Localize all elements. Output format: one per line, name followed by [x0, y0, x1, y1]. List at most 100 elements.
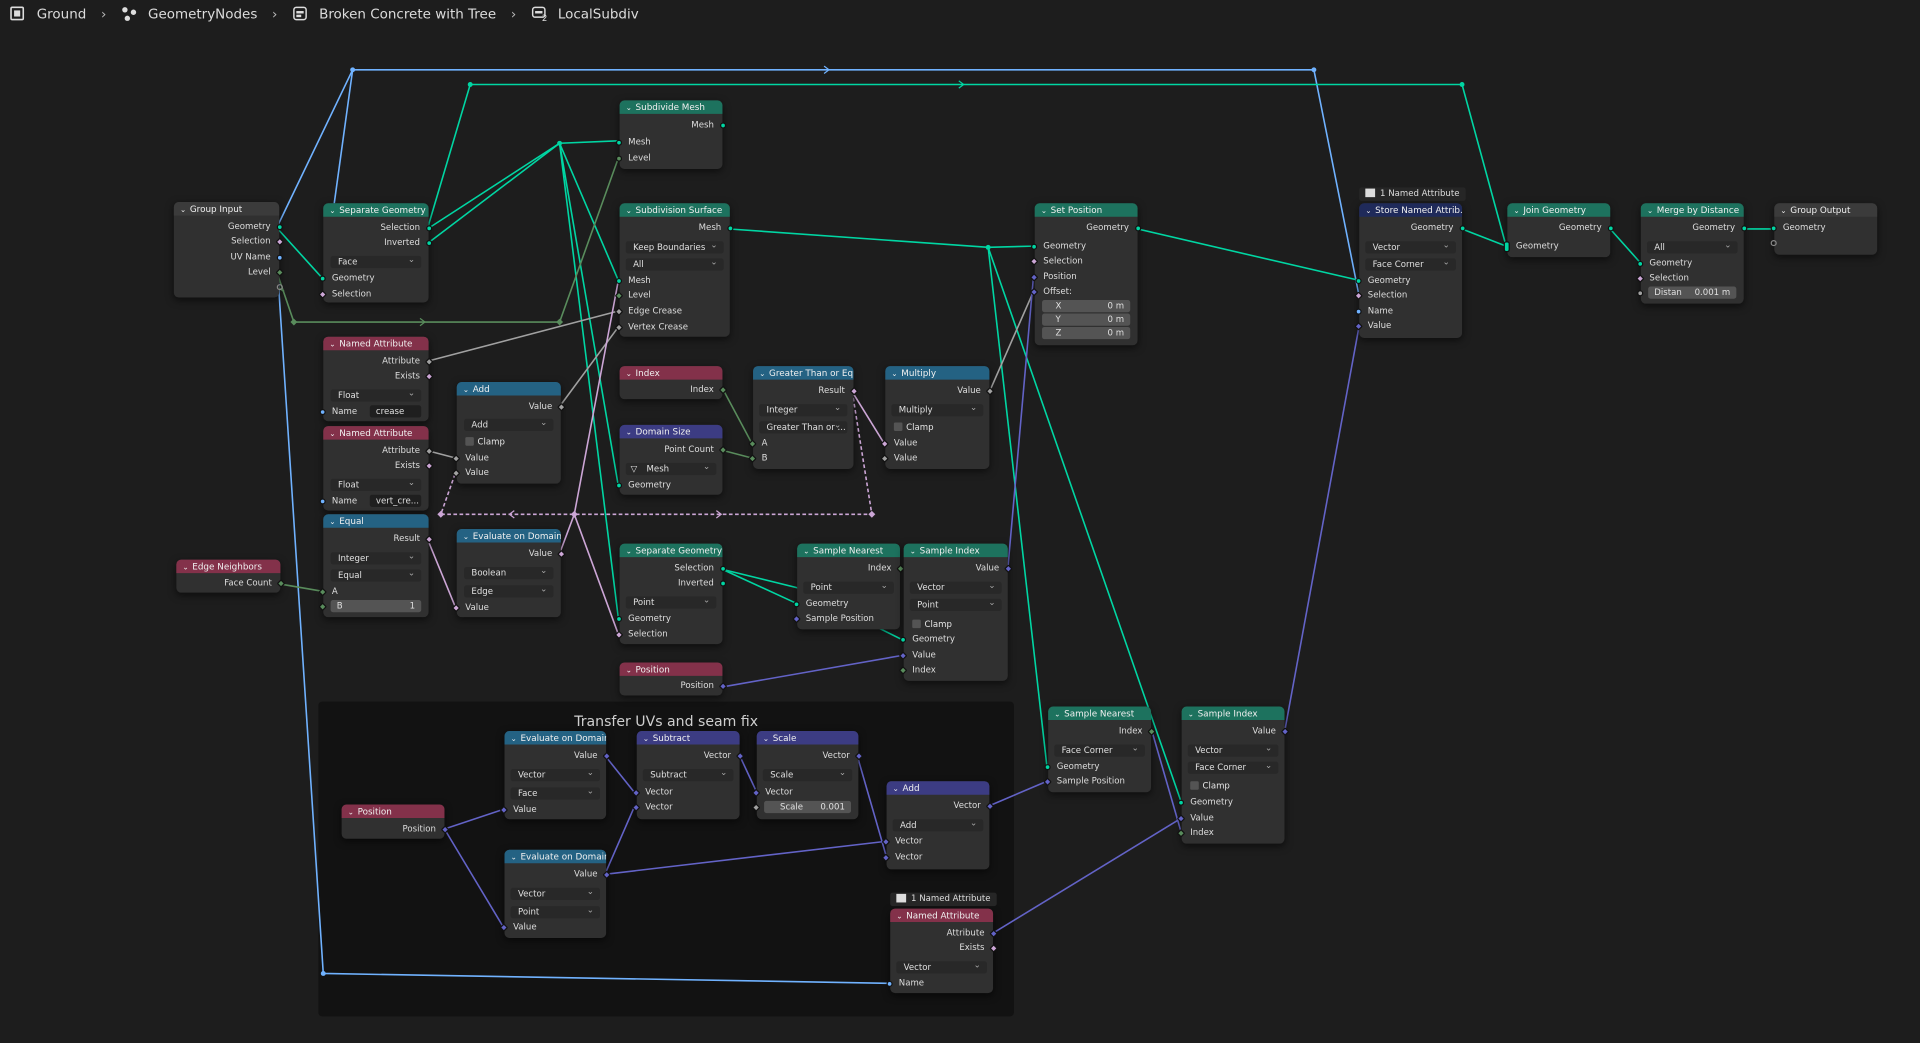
collapse-chevron-icon[interactable]: ⌄ — [1040, 206, 1047, 216]
node-set-position[interactable]: ⌄Set Position Geometry Geometry Selectio… — [1029, 203, 1142, 346]
socket-name-in[interactable] — [319, 498, 326, 505]
collapse-chevron-icon[interactable]: ⌄ — [759, 369, 766, 379]
node-header[interactable]: ⌄Multiply — [885, 366, 990, 380]
socket-inverted-out[interactable] — [720, 580, 727, 587]
socket-geometry-in[interactable] — [319, 275, 326, 282]
node-header[interactable]: ⌄Set Position — [1034, 203, 1138, 217]
collapse-chevron-icon[interactable]: ⌄ — [625, 104, 632, 113]
node-header[interactable]: ⌄Domain Size — [619, 424, 723, 439]
domain-dropdown[interactable]: Face Corner — [1054, 742, 1145, 757]
domain-dropdown[interactable]: Point — [510, 904, 601, 919]
operation-dropdown[interactable]: Multiply — [891, 402, 984, 417]
node-panel-tag[interactable]: 1 Named Attribute — [890, 892, 997, 907]
data-type-dropdown[interactable]: Integer — [759, 402, 848, 417]
name-field[interactable]: vert_cre... — [369, 494, 422, 507]
node-header[interactable]: ⌄Group Output — [1774, 203, 1878, 217]
collapse-chevron-icon[interactable]: ⌄ — [1187, 710, 1194, 719]
domain-dropdown[interactable]: Point — [803, 579, 894, 594]
domain-dropdown[interactable]: Point — [625, 594, 717, 609]
collapse-chevron-icon[interactable]: ⌄ — [896, 912, 903, 921]
socket-geometry-in[interactable] — [1355, 277, 1362, 285]
breadcrumb-node-group[interactable]: LocalSubdiv — [557, 5, 639, 22]
node-named-attribute[interactable]: ⌄Named Attribute Attribute Exists Float … — [319, 336, 434, 422]
node-equal[interactable]: ⌄Equal Result Integer Equal A B1 — [318, 514, 434, 618]
node-header[interactable]: ⌄Position — [619, 662, 723, 676]
collapse-chevron-icon[interactable]: ⌄ — [1513, 206, 1520, 216]
socket-mesh-out[interactable] — [720, 122, 727, 129]
data-type-dropdown[interactable]: Vector — [896, 959, 987, 974]
data-type-dropdown[interactable]: Boolean — [464, 564, 554, 580]
node-evaluate-on-domain[interactable]: ⌄Evaluate on Domain Value Boolean Edge V… — [451, 528, 566, 618]
collapse-chevron-icon[interactable]: ⌄ — [762, 734, 770, 744]
data-type-dropdown[interactable]: Vector — [510, 767, 601, 782]
socket-geometry-in[interactable] — [615, 482, 623, 489]
socket-uv-name-out[interactable] — [276, 254, 283, 261]
node-evaluate-on-domain[interactable]: ⌄Evaluate on Domain Value Vector Face Va… — [499, 731, 612, 820]
node-header[interactable]: ⌄Subtract — [636, 731, 740, 745]
node-group-input[interactable]: ⌄Group Input Geometry Selection UV Name … — [173, 202, 285, 298]
socket-geometry-in[interactable] — [1031, 243, 1038, 250]
clamp-checkbox[interactable]: Clamp — [457, 436, 505, 448]
node-edge-neighbors[interactable]: ⌄Edge Neighbors Face Count — [176, 559, 286, 593]
collapse-chevron-icon[interactable]: ⌄ — [625, 206, 632, 216]
node-sample-index[interactable]: ⌄Sample Index Value Vector Point Clamp G… — [898, 543, 1013, 681]
socket-geometry-in[interactable] — [1637, 260, 1644, 267]
mode-dropdown[interactable]: All — [1646, 239, 1738, 254]
socket-inverted-out[interactable] — [426, 240, 433, 247]
collapse-chevron-icon[interactable]: ⌄ — [625, 428, 632, 438]
node-header[interactable]: ⌄Index — [619, 366, 723, 380]
socket-b-in[interactable] — [318, 602, 327, 612]
domain-dropdown[interactable]: Face Corner — [1365, 256, 1456, 271]
data-type-dropdown[interactable]: Vector — [510, 885, 601, 901]
component-dropdown[interactable]: ▽Mesh — [625, 460, 717, 476]
collapse-chevron-icon[interactable]: ⌄ — [642, 734, 650, 744]
node-header[interactable]: ⌄Evaluate on Domain — [504, 849, 607, 864]
node-header[interactable]: ⌄Group Input — [173, 202, 280, 216]
socket-name-in[interactable] — [319, 408, 326, 416]
node-header[interactable]: ⌄Sample Nearest — [1048, 706, 1152, 721]
domain-dropdown[interactable]: Point — [909, 596, 1002, 612]
socket-geometry-out[interactable] — [1459, 225, 1466, 232]
node-header[interactable]: ⌄Named Attribute — [890, 908, 994, 923]
node-header[interactable]: ⌄Merge by Distance — [1640, 203, 1744, 217]
node-greater-than[interactable]: ⌄Greater Than or Eq... Result Integer Gr… — [748, 366, 859, 469]
operation-dropdown[interactable]: Scale — [762, 767, 853, 782]
breadcrumb-ground[interactable]: Ground — [36, 5, 87, 22]
boundary-dropdown[interactable]: Keep Boundaries — [625, 239, 724, 254]
collapse-chevron-icon[interactable]: ⌄ — [329, 206, 336, 216]
node-group-output[interactable]: ⌄Group Output Geometry — [1770, 203, 1878, 255]
collapse-chevron-icon[interactable]: ⌄ — [1365, 206, 1372, 216]
collapse-chevron-icon[interactable]: ⌄ — [1054, 710, 1061, 719]
node-header[interactable]: ⌄Sample Index — [903, 543, 1008, 558]
node-header[interactable]: ⌄Subdivide Mesh — [619, 100, 723, 114]
socket-geometry-in[interactable] — [615, 615, 623, 623]
domain-dropdown[interactable]: Edge — [464, 583, 554, 598]
operation-dropdown[interactable]: Equal — [330, 567, 422, 582]
socket-extension[interactable] — [276, 284, 283, 291]
socket-geometry-out[interactable] — [1135, 225, 1142, 232]
node-header[interactable]: ⌄Evaluate on Domain — [456, 528, 561, 543]
node-header[interactable]: ⌄Sample Index — [1181, 706, 1285, 721]
data-type-dropdown[interactable]: Float — [330, 387, 422, 402]
node-domain-size[interactable]: ⌄Domain Size Point Count ▽Mesh Geometry — [615, 424, 728, 495]
socket-selection-out[interactable] — [426, 225, 433, 232]
node-multiply[interactable]: ⌄Multiply Value Multiply Clamp Value Val… — [880, 366, 995, 469]
socket-geometry-in[interactable] — [900, 636, 907, 643]
node-header[interactable]: ⌄Evaluate on Domain — [504, 731, 607, 745]
node-sample-nearest[interactable]: ⌄Sample Nearest Index Face Corner Geomet… — [1043, 706, 1156, 793]
socket-level-in[interactable] — [615, 155, 623, 162]
node-position[interactable]: ⌄Position Position — [619, 662, 728, 696]
node-subtract[interactable]: ⌄Subtract Vector Subtract Vector Vector — [631, 731, 745, 820]
node-header[interactable]: ⌄Sample Nearest — [797, 543, 901, 558]
collapse-chevron-icon[interactable]: ⌄ — [347, 808, 354, 817]
data-type-dropdown[interactable]: Integer — [330, 550, 422, 565]
socket-geometry-in[interactable] — [1770, 225, 1777, 232]
socket-geometry-multi-in[interactable] — [1503, 241, 1510, 253]
collapse-chevron-icon[interactable]: ⌄ — [510, 853, 517, 863]
data-type-dropdown[interactable]: Vector — [1365, 239, 1456, 254]
node-evaluate-on-domain[interactable]: ⌄Evaluate on Domain Value Vector Point V… — [499, 849, 612, 938]
